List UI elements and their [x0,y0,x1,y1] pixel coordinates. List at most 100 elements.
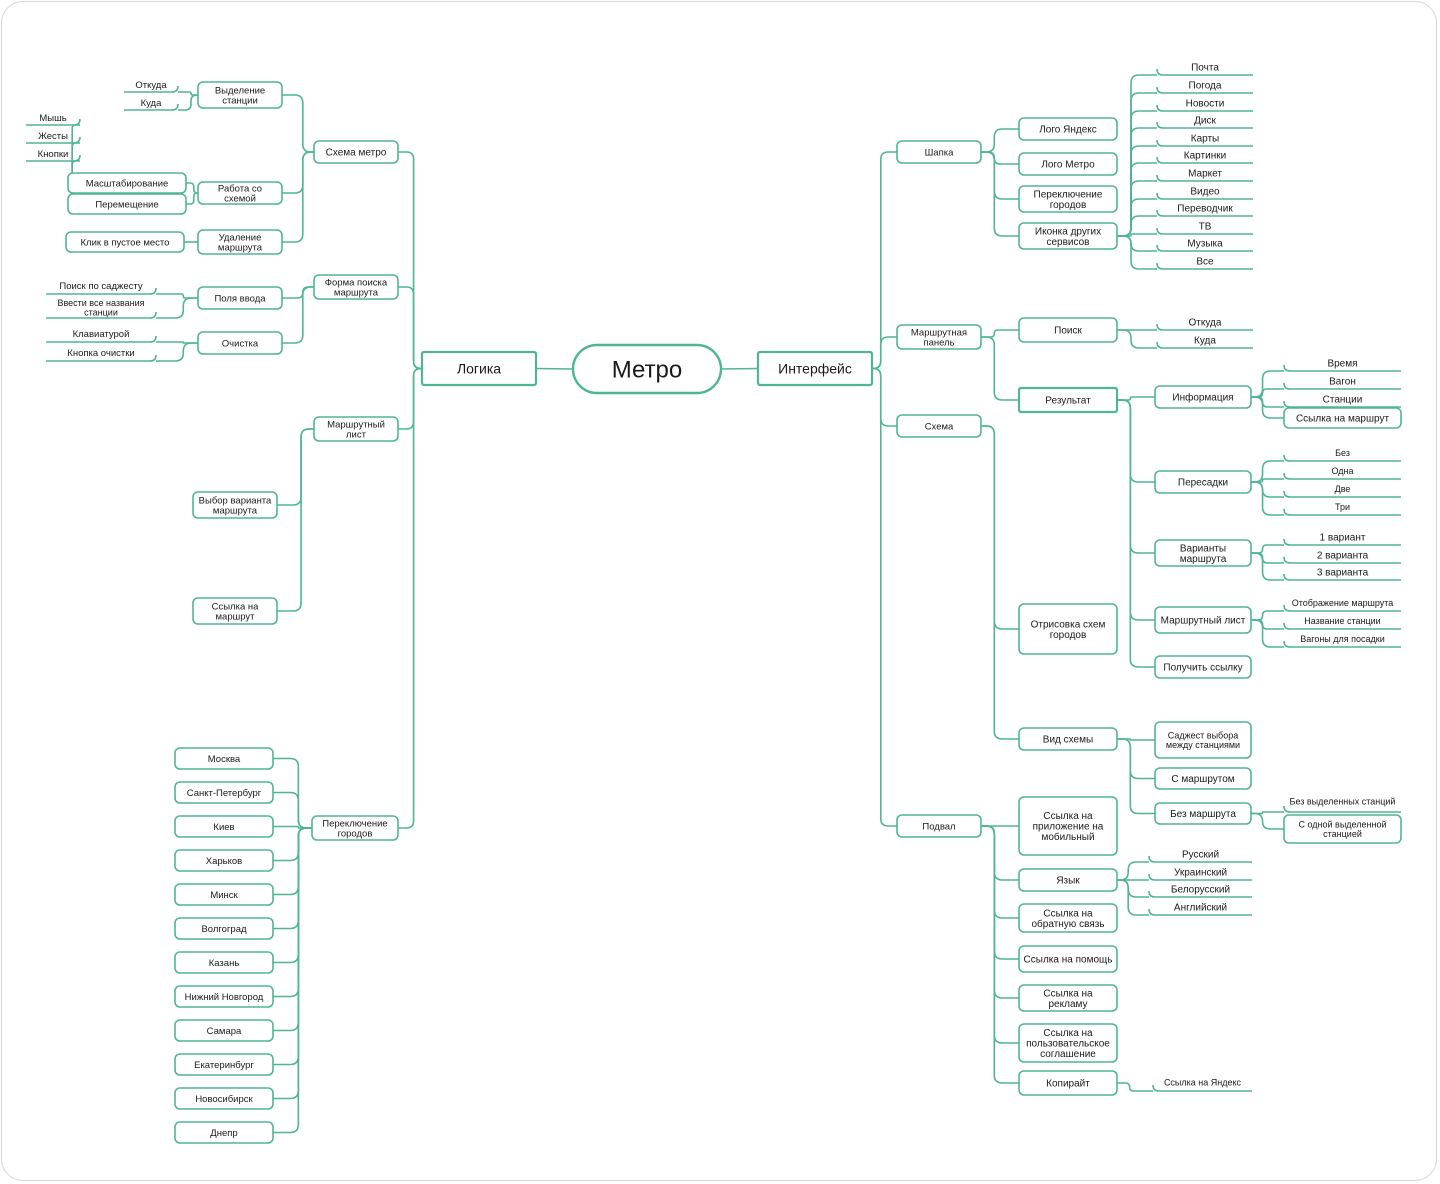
node-stations[interactable]: Станции [1283,395,1401,408]
node-spb[interactable]: Санкт-Петербург [174,781,274,804]
node-svc-all[interactable]: Все [1156,257,1253,270]
node-schema-metro[interactable]: Схема метро [313,140,399,164]
node-transfers[interactable]: Пересадки [1154,470,1252,494]
node-lang-by[interactable]: Белорусский [1148,885,1252,898]
node-header[interactable]: Шапка [896,140,982,164]
node-kiev[interactable]: Киев [174,815,274,838]
node-svc-mail[interactable]: Почта [1156,63,1253,76]
node-station-name[interactable]: Название станции [1283,616,1401,630]
node-clear-button[interactable]: Кнопка очистки [46,348,157,362]
node-ekb[interactable]: Екатеринбург [174,1053,274,1076]
node-otkuda-r[interactable]: Откуда [1156,318,1253,331]
node-scale[interactable]: Масштабирование [67,172,187,194]
node-minsk[interactable]: Минск [174,883,274,906]
node-language[interactable]: Язык [1018,868,1118,892]
node-lang-ua[interactable]: Украинский [1148,868,1252,881]
node-v1[interactable]: 1 вариант [1283,533,1401,546]
node-v2[interactable]: 2 варианта [1283,551,1401,564]
node-show-route[interactable]: Отображение маршрута [1283,598,1401,612]
node-route-sheet-r[interactable]: Маршрутный лист [1154,606,1252,634]
node-scheme[interactable]: Схема [896,414,982,438]
node-kharkov[interactable]: Харьков [174,849,274,872]
node-get-link[interactable]: Получить ссылку [1154,655,1252,679]
node-svc-market[interactable]: Маркет [1156,169,1253,182]
node-search[interactable]: Поиск [1018,317,1118,343]
node-without-route[interactable]: Без маршрута [1154,802,1252,825]
node-result[interactable]: Результат [1017,386,1119,414]
node-with-route[interactable]: С маршрутом [1154,767,1252,790]
node-lang-en[interactable]: Английский [1148,903,1252,916]
node-svc-news[interactable]: Новости [1156,99,1253,112]
node-clear[interactable]: Очистка [197,331,283,355]
node-kuda-l[interactable]: Куда [124,98,179,111]
node-lang-ru[interactable]: Русский [1148,850,1252,863]
node-info[interactable]: Информация [1154,385,1252,409]
node-samara[interactable]: Самара [174,1019,274,1042]
node-kuda-r[interactable]: Куда [1156,336,1253,349]
node-move[interactable]: Перемещение [67,193,187,215]
node-iface[interactable]: Интерфейс [756,350,874,387]
node-buttons[interactable]: Кнопки [26,149,81,162]
node-moscow[interactable]: Москва [174,747,274,770]
node-mouse[interactable]: Мышь [26,113,81,126]
node-otkuda-l[interactable]: Откуда [124,80,179,93]
node-copyright[interactable]: Копирайт [1018,1070,1118,1096]
node-gestures[interactable]: Жесты [26,131,81,144]
node-svc-music[interactable]: Музыка [1156,239,1253,252]
node-volgograd[interactable]: Волгоград [174,917,274,940]
node-v3[interactable]: 3 варианта [1283,568,1401,581]
node-time[interactable]: Время [1283,359,1401,372]
node-footer[interactable]: Подвал [896,814,982,838]
node-logo-metro[interactable]: Лого Метро [1018,152,1118,176]
node-logo-yandex[interactable]: Лого Яндекс [1018,117,1118,141]
node-keyboard[interactable]: Клавиатурой [46,329,157,343]
node-dnepr[interactable]: Днепр [174,1121,274,1144]
node-tr-one[interactable]: Одна [1283,466,1401,480]
node-input-fields[interactable]: Поля ввода [197,286,283,310]
node-help[interactable]: Ссылка на помощь [1018,945,1118,973]
node-yandex-link[interactable]: Ссылка на Яндекс [1152,1078,1252,1092]
node-logic[interactable]: Логика [420,350,538,387]
node-svc-images[interactable]: Картинки [1156,151,1253,164]
node-novosib[interactable]: Новосибирск [174,1087,274,1110]
node-svc-disk[interactable]: Диск [1156,116,1253,129]
node-tr-none[interactable]: Без [1283,448,1401,462]
node-root[interactable]: Метро [571,343,723,395]
node-svc-maps[interactable]: Карты [1156,134,1253,147]
node-svc-weather[interactable]: Погода [1156,81,1253,94]
node-kazan[interactable]: Казань [174,951,274,974]
node-wagon[interactable]: Вагон [1283,377,1401,390]
node-nnovgorod[interactable]: Нижний Новгород [174,985,274,1008]
node-scheme-view[interactable]: Вид схемы [1018,727,1118,751]
node-no-selected[interactable]: Без выделенных станций [1283,797,1401,813]
node-tr-three[interactable]: Три [1283,502,1401,516]
node-svc-translate[interactable]: Переводчик [1156,204,1253,217]
node-suggest-search[interactable]: Поиск по саджесту [46,281,157,295]
node-click-empty[interactable]: Клик в пустое место [65,231,185,253]
node-boarding-wagons[interactable]: Вагоны для посадки [1283,634,1401,648]
node-svc-tv[interactable]: ТВ [1156,222,1253,235]
node-route-link-r[interactable]: Ссылка на маршрут [1283,407,1402,429]
node-svc-video[interactable]: Видео [1156,187,1253,200]
node-tr-two[interactable]: Две [1283,484,1401,498]
